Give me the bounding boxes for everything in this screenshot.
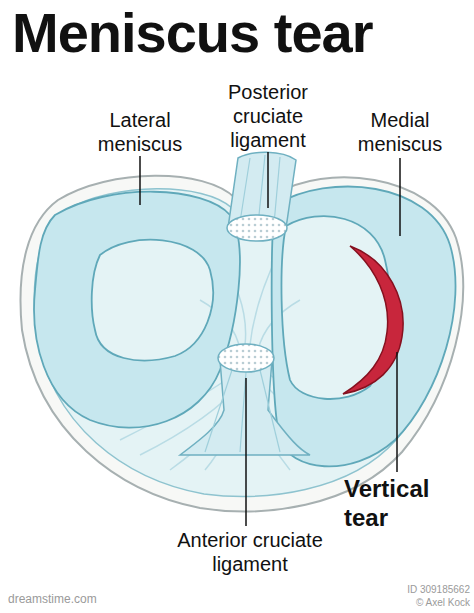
part-label: Anterior cruciate ligament — [150, 528, 350, 576]
medial-meniscus — [272, 187, 456, 467]
watermark: ID 309185662 — [330, 584, 470, 596]
part-label: Lateral meniscus — [85, 108, 195, 156]
acl-cut-surface — [218, 344, 274, 372]
diagram-title: Meniscus tear — [12, 0, 373, 65]
acl-bundle — [180, 360, 310, 455]
lateral-meniscus — [34, 192, 240, 428]
part-label: Vertical tear — [344, 474, 464, 532]
pcl-cut-surface — [227, 215, 287, 241]
watermark: © Axel Kock — [330, 597, 470, 609]
acl-fibres — [205, 370, 280, 452]
vertical-tear — [343, 246, 403, 394]
part-label: Posterior cruciate ligament — [208, 80, 328, 152]
watermark: dreamstime.com — [8, 592, 168, 606]
tibial-plateau — [21, 176, 464, 512]
leader-lines — [140, 152, 400, 526]
part-label: Medial meniscus — [348, 108, 452, 156]
